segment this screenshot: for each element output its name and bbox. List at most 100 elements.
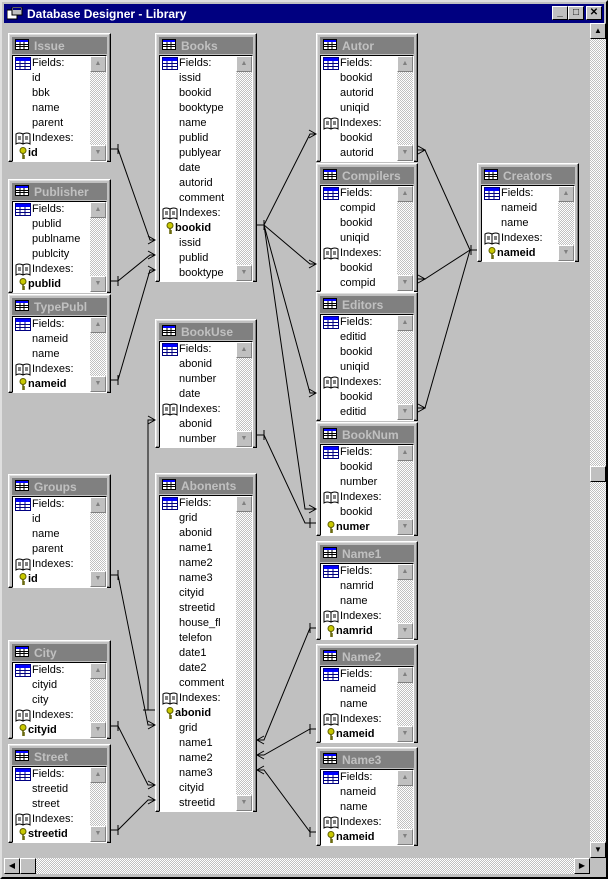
table-title-bar[interactable]: Street [12,748,107,765]
horizontal-scrollbar[interactable]: ◀ ▶ [4,858,590,874]
scroll-down-arrow[interactable]: ▼ [90,571,106,587]
field-item[interactable]: publid [32,218,62,230]
scroll-down-arrow[interactable]: ▼ [90,145,106,161]
field-item[interactable]: cityid [32,679,58,691]
field-item[interactable]: autorid [340,87,374,99]
table-scrollbar[interactable]: ▲▼ [397,770,413,845]
scroll-down-arrow[interactable]: ▼ [90,376,106,392]
primary-key-index[interactable]: bookid [160,221,236,236]
table-scrollbar[interactable]: ▲▼ [397,667,413,742]
index-item[interactable]: bookid [321,131,397,146]
table-title-bar[interactable]: Books [159,37,253,54]
field-item[interactable]: id [32,72,41,84]
table-title-bar[interactable]: Groups [12,478,107,495]
field-item[interactable]: bookid [340,72,373,84]
index-item[interactable]: booktype [160,266,236,281]
field-item[interactable]: comment [179,677,225,689]
field-item[interactable]: namrid [340,580,374,592]
field-item[interactable]: comment [179,192,225,204]
table-scrollbar[interactable]: ▲▼ [558,186,574,261]
scroll-down-arrow[interactable]: ▼ [397,623,413,639]
scroll-up-arrow[interactable]: ▲ [236,496,252,512]
scroll-down-arrow[interactable]: ▼ [397,519,413,535]
scroll-up-arrow[interactable]: ▲ [236,56,252,72]
field-item[interactable]: date [179,388,201,400]
minimize-button[interactable]: _ [552,6,568,20]
table-scrollbar[interactable]: ▲▼ [90,663,106,738]
index-item[interactable]: streetid [160,796,236,811]
field-item[interactable]: bookid [340,461,373,473]
field-item[interactable]: compid [340,202,376,214]
scroll-down-arrow[interactable]: ▼ [90,722,106,738]
table-scrollbar[interactable]: ▲▼ [90,202,106,292]
primary-key-index[interactable]: streetid [13,827,90,842]
field-item[interactable]: name [501,217,529,229]
scroll-up-arrow[interactable]: ▲ [90,663,106,679]
scroll-up-arrow[interactable]: ▲ [90,767,106,783]
index-item[interactable]: name1 [160,736,236,751]
close-button[interactable]: ✕ [586,6,602,20]
maximize-button[interactable]: □ [568,6,584,20]
field-item[interactable]: bookid [179,87,212,99]
field-item[interactable]: bookid [340,217,373,229]
scroll-down-arrow[interactable]: ▼ [397,726,413,742]
table-title-bar[interactable]: City [12,644,107,661]
table-title-bar[interactable]: Abonents [159,477,253,494]
table-title-bar[interactable]: Publisher [12,183,107,200]
field-item[interactable]: name [340,595,368,607]
primary-key-index[interactable]: abonid [160,706,236,721]
table-title-bar[interactable]: Compilers [320,167,414,184]
primary-key-index[interactable]: nameid [13,377,90,392]
scroll-down-arrow[interactable]: ▼ [558,245,574,261]
index-item[interactable]: issid [160,236,236,251]
scroll-down-arrow[interactable]: ▼ [397,829,413,845]
field-item[interactable]: streetid [32,783,69,795]
field-item[interactable]: uniqid [340,361,370,373]
field-item[interactable]: publname [32,233,81,245]
field-item[interactable]: parent [32,543,64,555]
index-item[interactable]: editid [321,405,397,420]
field-item[interactable]: date2 [179,662,207,674]
scroll-up-arrow[interactable]: ▲ [397,315,413,331]
scroll-up-arrow[interactable]: ▲ [90,56,106,72]
scroll-up-arrow[interactable]: ▲ [397,186,413,202]
index-item[interactable]: cityid [160,781,236,796]
table-title-bar[interactable]: Editors [320,296,414,313]
field-item[interactable]: name1 [179,542,213,554]
table-scrollbar[interactable]: ▲▼ [236,56,252,281]
table-title-bar[interactable]: Autor [320,37,414,54]
field-item[interactable]: name [179,117,207,129]
scroll-down-arrow[interactable]: ▼ [90,826,106,842]
scroll-down-arrow[interactable]: ▼ [397,404,413,420]
table-scrollbar[interactable]: ▲▼ [90,767,106,842]
table-title-bar[interactable]: BookUse [159,323,253,340]
index-item[interactable]: bookid [321,261,397,276]
field-item[interactable]: nameid [340,683,377,695]
scroll-up-arrow[interactable]: ▲ [90,497,106,513]
field-item[interactable]: streetid [179,602,216,614]
scroll-down-arrow[interactable]: ▼ [90,276,106,292]
table-scrollbar[interactable]: ▲▼ [90,317,106,392]
field-item[interactable]: publcity [32,248,70,260]
field-item[interactable]: name [32,528,60,540]
index-item[interactable]: compid [321,276,397,291]
primary-key-index[interactable]: id [13,572,90,587]
